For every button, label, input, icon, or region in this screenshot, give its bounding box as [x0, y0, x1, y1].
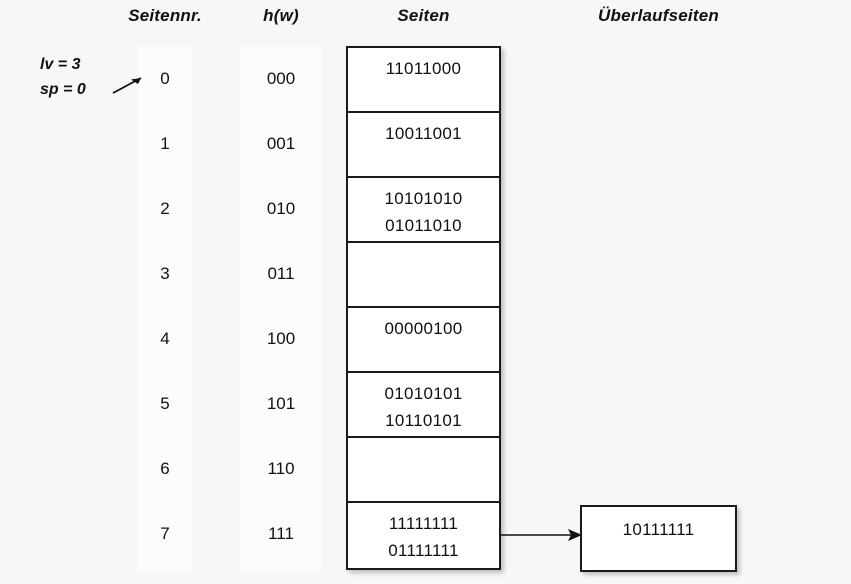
page-entry: 10101010: [384, 189, 463, 208]
page-entry: 10110101: [385, 411, 462, 430]
page-entry: 01111111: [388, 541, 459, 560]
page-entry: 01011010: [385, 216, 462, 235]
page-box: 10101010 01011010: [348, 178, 499, 243]
page-box: 01010101 10110101: [348, 373, 499, 438]
hash-parameters-annotation: lv = 3 sp = 0: [40, 52, 86, 102]
overflow-page-entry: 10111111: [622, 520, 695, 539]
hash-value-cell: 111: [268, 523, 294, 543]
row-number-cell: 5: [160, 393, 170, 413]
column-header-ueberlaufseiten: Überlaufseiten: [598, 6, 719, 25]
column-band-seitennr: [138, 46, 192, 572]
parameter-sp: sp = 0: [40, 81, 86, 98]
overflow-page-box: 10111111: [580, 505, 737, 572]
page-entry: 01010101: [384, 384, 463, 403]
row-number-cell: 4: [160, 328, 170, 348]
row-number-cell: 6: [160, 458, 170, 478]
column-header-seitennr: Seitennr.: [128, 6, 202, 25]
hash-value-cell: 100: [266, 328, 296, 348]
row-number-cell: 1: [160, 133, 170, 153]
row-number-cell: 7: [160, 523, 170, 543]
page-entry: 11011000: [385, 59, 462, 78]
page-box: 10011001: [348, 113, 499, 178]
row-number-cell: 2: [160, 198, 170, 218]
hash-value-cell: 011: [267, 263, 295, 283]
arrow-right-icon: [112, 77, 142, 94]
parameter-lv: lv = 3: [40, 56, 81, 73]
hash-value-cell: 110: [267, 458, 295, 478]
row-number-cell: 3: [160, 263, 170, 283]
hash-value-cell: 000: [266, 68, 296, 88]
page-box: 00000100: [348, 308, 499, 373]
column-header-hw: h(w): [263, 6, 299, 25]
page-entry: 10011001: [385, 124, 462, 143]
page-box-empty: [348, 438, 499, 503]
hash-value-cell: 101: [266, 393, 296, 413]
row-number-cell: 0: [160, 68, 170, 88]
page-entry: 00000100: [384, 319, 463, 338]
pages-stack: 11011000 10011001 10101010 01011010 0000…: [346, 46, 501, 570]
page-box: 11011000: [348, 48, 499, 113]
hash-value-cell: 010: [266, 198, 296, 218]
page-box: 11111111 01111111: [348, 503, 499, 568]
column-band-hw: [240, 46, 322, 572]
hash-value-cell: 001: [266, 133, 296, 153]
page-entry: 11111111: [388, 514, 459, 533]
column-header-seiten: Seiten: [397, 6, 450, 25]
page-box-empty: [348, 243, 499, 308]
arrow-right-icon: [500, 529, 582, 541]
